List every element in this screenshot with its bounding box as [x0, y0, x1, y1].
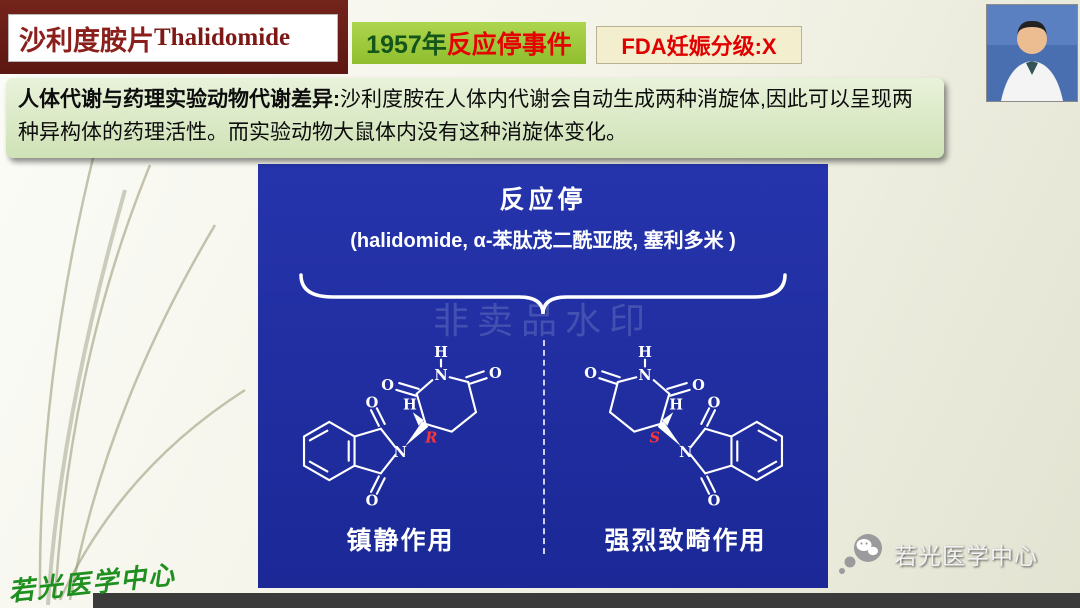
svg-text:O: O [692, 377, 705, 394]
caption-teratogenic: 强烈致畸作用 [604, 527, 767, 555]
doctor-avatar-icon [987, 5, 1077, 101]
divider-dashed-line [543, 340, 545, 554]
diagram-panel: 反应停 (halidomide, α-苯肽茂二酰亚胺, 塞利多米 ) 非卖品水印 [258, 164, 828, 588]
event-name: 反应停事件 [446, 31, 572, 59]
captions-row: 镇静作用 强烈致畸作用 [258, 521, 828, 557]
event-badge: 1957年反应停事件 [352, 22, 586, 64]
svg-text:N: N [434, 367, 447, 384]
event-year: 1957年 [366, 31, 447, 59]
svg-text:O: O [584, 365, 597, 382]
background-decoration [38, 149, 246, 606]
summary-body: 沙利度胺在人体内代谢会自动生成两种消旋体,因此可以呈现两种异构体的药理活性。而实… [18, 88, 913, 144]
svg-text:H: H [638, 344, 652, 361]
molecule-r-structure: O O N O O H N H R [302, 344, 502, 509]
summary-box: 人体代谢与药理实验动物代谢差异:沙利度胺在人体内代谢会自动生成两种消旋体,因此可… [6, 78, 944, 158]
svg-text:H: H [669, 396, 683, 413]
wechat-label: 若光医学中心 [894, 543, 1038, 569]
svg-text:O: O [489, 365, 502, 382]
svg-text:N: N [638, 367, 651, 384]
svg-text:O: O [708, 492, 721, 509]
svg-text:O: O [381, 377, 394, 394]
wechat-icon [839, 534, 882, 574]
svg-text:H: H [434, 344, 448, 361]
svg-text:O: O [366, 492, 379, 509]
panel-subtitle: (halidomide, α-苯肽茂二酰亚胺, 塞利多米 ) [350, 230, 736, 252]
molecules-row: O O N O O H N H R [258, 321, 828, 517]
wechat-badge: 若光医学中心 [838, 532, 1038, 576]
svg-text:N: N [679, 444, 692, 461]
summary-lead: 人体代谢与药理实验动物代谢差异: [18, 88, 340, 111]
molecule-s-structure: O O N O O H N H S [584, 344, 784, 509]
caption-sedative: 镇静作用 [346, 527, 455, 555]
svg-text:O: O [366, 394, 379, 411]
stereo-label-s: S [649, 429, 660, 446]
stereo-label-r: R [424, 429, 437, 446]
svg-text:O: O [708, 394, 721, 411]
panel-title: 反应停 [499, 186, 587, 214]
svg-text:N: N [394, 444, 407, 461]
title-english: Thalidomide [154, 24, 291, 51]
doctor-photo [986, 4, 1078, 102]
bottom-bar [93, 593, 1080, 608]
fda-badge: FDA妊娠分级:X [596, 26, 802, 64]
title-chinese: 沙利度胺片 [19, 25, 154, 56]
svg-text:H: H [403, 396, 417, 413]
brace-shape [299, 273, 787, 315]
